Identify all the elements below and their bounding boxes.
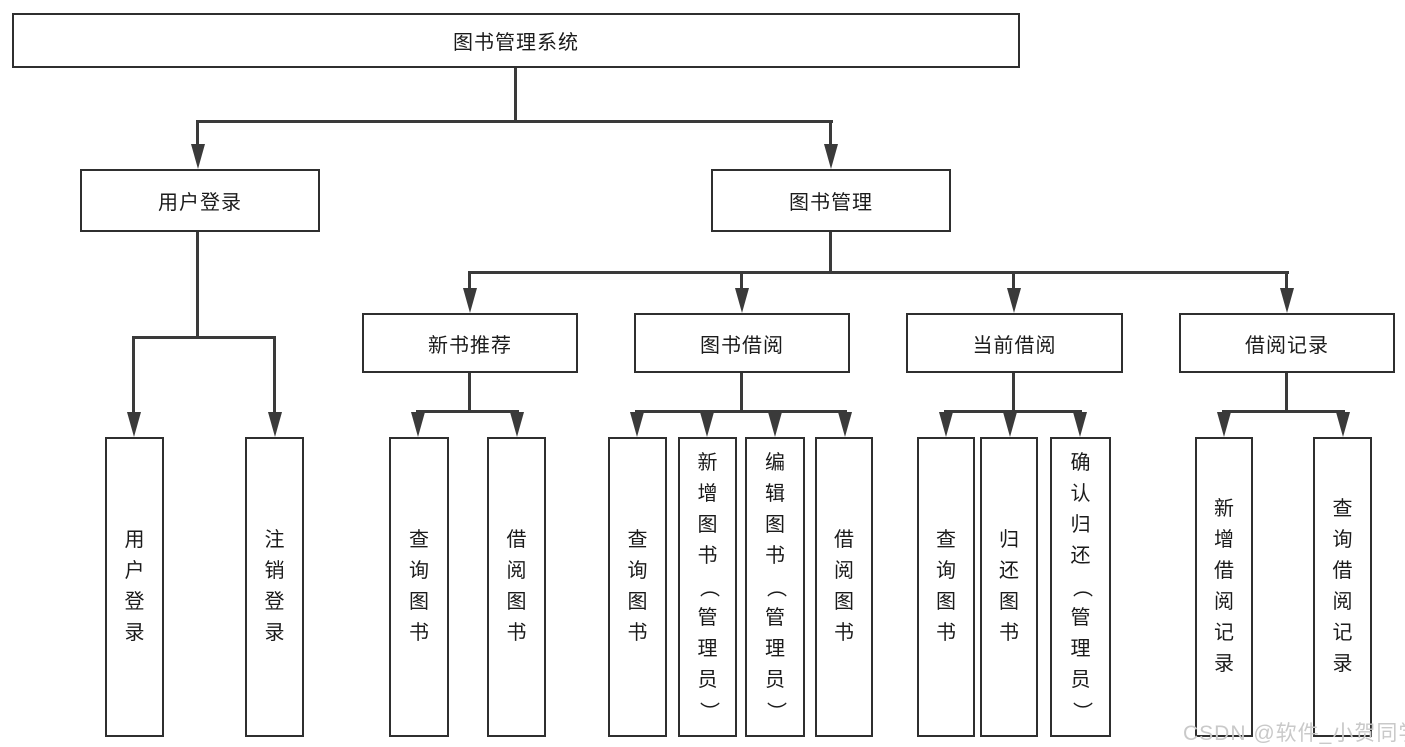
connector-line bbox=[132, 336, 135, 414]
connector-line bbox=[196, 232, 199, 338]
node-new-book-recommend: 新书推荐 bbox=[362, 313, 578, 373]
arrow-down-icon bbox=[824, 144, 838, 169]
csdn-watermark: CSDN @软件_小贺同学 bbox=[1183, 722, 1405, 745]
node-book-borrow: 图书借阅 bbox=[634, 313, 850, 373]
connector-line bbox=[1012, 373, 1015, 413]
node-user-login-branch: 用户登录 bbox=[80, 169, 320, 232]
arrow-down-icon bbox=[268, 412, 282, 437]
leaf-user-login: 用户登录 bbox=[105, 437, 164, 737]
leaf-logout: 注销登录 bbox=[245, 437, 304, 737]
connector-line bbox=[196, 120, 833, 123]
arrow-down-icon bbox=[1003, 412, 1017, 437]
leaf-edit-books-admin: 编辑图书（管理员） bbox=[745, 437, 805, 737]
connector-line bbox=[132, 336, 276, 339]
connector-line bbox=[416, 410, 519, 413]
arrow-down-icon bbox=[1007, 288, 1021, 313]
arrow-down-icon bbox=[700, 412, 714, 437]
connector-line bbox=[944, 410, 1082, 413]
arrow-down-icon bbox=[768, 412, 782, 437]
leaf-query-books-borrow: 查询图书 bbox=[608, 437, 667, 737]
connector-line bbox=[1285, 373, 1288, 413]
node-borrow-records: 借阅记录 bbox=[1179, 313, 1395, 373]
arrow-down-icon bbox=[127, 412, 141, 437]
arrow-down-icon bbox=[838, 412, 852, 437]
node-book-management: 图书管理 bbox=[711, 169, 951, 232]
connector-line bbox=[468, 373, 471, 413]
leaf-return-books: 归还图书 bbox=[980, 437, 1038, 737]
arrow-down-icon bbox=[463, 288, 477, 313]
connector-line bbox=[1012, 271, 1015, 293]
connector-line bbox=[740, 271, 743, 293]
leaf-borrow-books: 借阅图书 bbox=[815, 437, 873, 737]
arrow-down-icon bbox=[1217, 412, 1231, 437]
arrow-down-icon bbox=[1073, 412, 1087, 437]
leaf-query-borrow-record: 查询借阅记录 bbox=[1313, 437, 1372, 737]
leaf-borrow-books-recommend: 借阅图书 bbox=[487, 437, 546, 737]
connector-line bbox=[740, 373, 743, 413]
connector-line bbox=[196, 120, 199, 148]
arrow-down-icon bbox=[411, 412, 425, 437]
leaf-add-borrow-record: 新增借阅记录 bbox=[1195, 437, 1253, 737]
arrow-down-icon bbox=[630, 412, 644, 437]
connector-line bbox=[829, 120, 832, 148]
node-root: 图书管理系统 bbox=[12, 13, 1020, 68]
connector-line bbox=[273, 336, 276, 414]
leaf-query-books-recommend: 查询图书 bbox=[389, 437, 449, 737]
connector-line bbox=[514, 68, 517, 123]
arrow-down-icon bbox=[510, 412, 524, 437]
connector-line bbox=[1222, 410, 1345, 413]
arrow-down-icon bbox=[735, 288, 749, 313]
leaf-add-books-admin: 新增图书（管理员） bbox=[678, 437, 737, 737]
connector-line bbox=[468, 271, 1289, 274]
connector-line bbox=[468, 271, 471, 293]
connector-line bbox=[1285, 271, 1288, 293]
arrow-down-icon bbox=[1336, 412, 1350, 437]
node-current-borrow: 当前借阅 bbox=[906, 313, 1123, 373]
arrow-down-icon bbox=[191, 144, 205, 169]
arrow-down-icon bbox=[939, 412, 953, 437]
connector-line bbox=[829, 232, 832, 274]
leaf-query-books-current: 查询图书 bbox=[917, 437, 975, 737]
leaf-confirm-return-admin: 确认归还（管理员） bbox=[1050, 437, 1111, 737]
connector-line bbox=[635, 410, 847, 413]
arrow-down-icon bbox=[1280, 288, 1294, 313]
